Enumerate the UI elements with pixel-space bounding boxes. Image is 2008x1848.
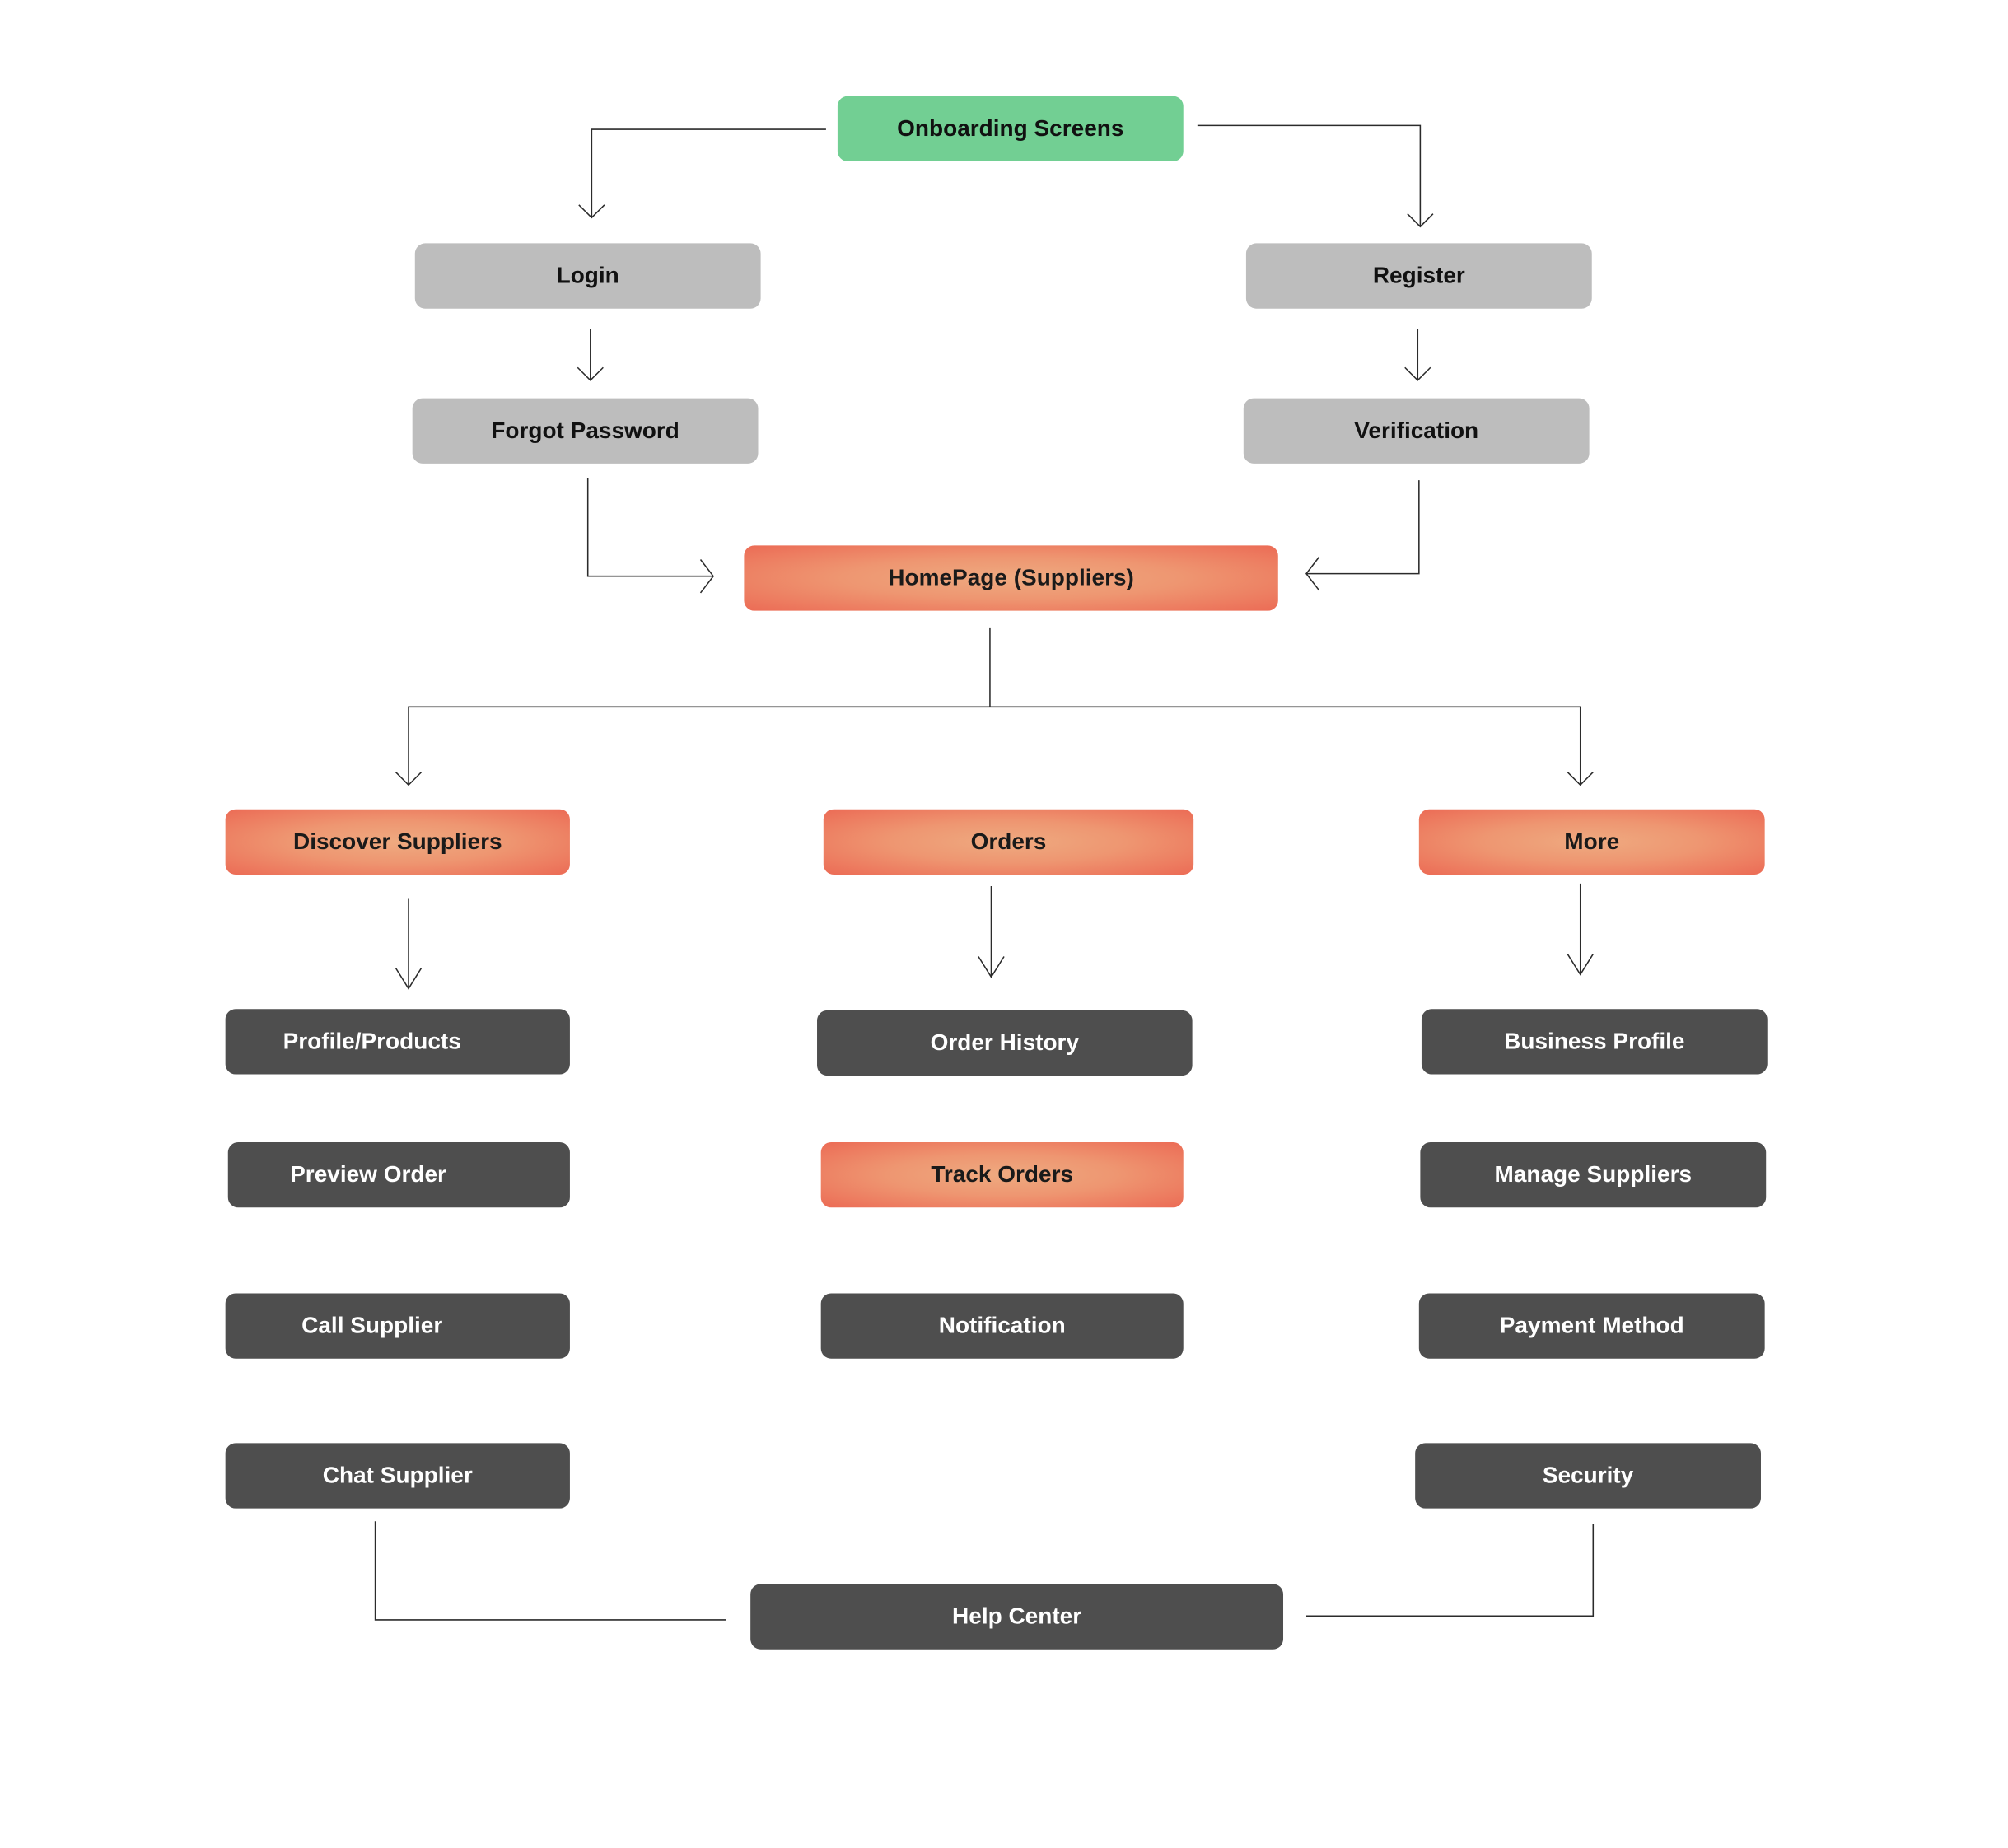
- node-onboarding-screens: Onboarding Screens: [837, 96, 1184, 161]
- node-security: Security: [1415, 1443, 1761, 1509]
- connector-security-help: [1305, 1524, 1595, 1617]
- connector-forgot-homepage: [586, 477, 715, 594]
- node-call-supplier: Call Supplier: [225, 1293, 570, 1359]
- connector-orders-history: [978, 885, 1005, 978]
- node-homepage-suppliers: HomePage (Suppliers): [744, 545, 1278, 611]
- node-notification: Notification: [820, 1293, 1184, 1359]
- connector-verification-homepage: [1305, 480, 1420, 591]
- connector-more-business: [1567, 883, 1594, 976]
- connector-register-verification: [1404, 329, 1431, 381]
- node-chat-supplier: Chat Supplier: [225, 1443, 570, 1509]
- node-orders: Orders: [823, 809, 1194, 875]
- connector-homepage-discover: [395, 706, 990, 786]
- node-business-profile: Business Profile: [1421, 1009, 1768, 1075]
- node-forgot-password: Forgot Password: [412, 398, 759, 464]
- node-manage-suppliers: Manage Suppliers: [1420, 1141, 1767, 1208]
- node-preview-order: Preview Order: [227, 1141, 570, 1208]
- node-help-center: Help Center: [750, 1584, 1284, 1650]
- node-discover-suppliers: Discover Suppliers: [225, 809, 570, 875]
- connector-chat-help: [374, 1521, 726, 1621]
- node-payment-method: Payment Method: [1418, 1293, 1765, 1359]
- node-verification: Verification: [1243, 398, 1590, 464]
- connector-login-forgot: [577, 329, 604, 381]
- node-register: Register: [1245, 243, 1592, 309]
- connector-discover-profile: [395, 898, 423, 990]
- connector-onboarding-login: [578, 128, 826, 219]
- node-login: Login: [414, 243, 761, 309]
- node-order-history: Order History: [817, 1010, 1193, 1076]
- connector-homepage-more: [989, 706, 1594, 786]
- connector-onboarding-register: [1197, 124, 1434, 228]
- node-more: More: [1418, 809, 1765, 875]
- node-profile-products: Profile/Products: [225, 1009, 570, 1075]
- node-track-orders: Track Orders: [820, 1141, 1184, 1208]
